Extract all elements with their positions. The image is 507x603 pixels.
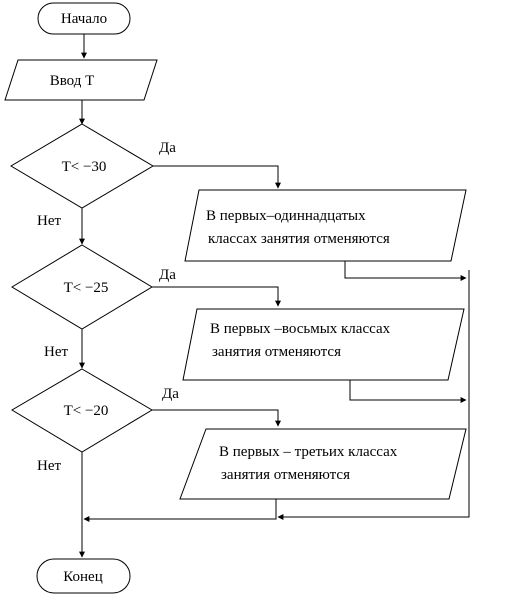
decision-3-no-label: Нет	[37, 458, 61, 474]
connector-output1-merge	[344, 261, 467, 281]
output-1-parallelogram	[184, 189, 467, 262]
start-label: Начало	[61, 11, 107, 27]
input-parallelogram	[4, 59, 158, 101]
decision-3-label: T< −20	[64, 403, 109, 419]
decision-2-yes-label: Да	[159, 267, 176, 283]
input-label: Ввод T	[50, 73, 95, 89]
end-label: Конец	[63, 569, 102, 585]
decision-2-label: T< −25	[64, 280, 109, 296]
connector-output3-merge	[83, 499, 277, 522]
output-2-parallelogram	[182, 308, 465, 381]
output-3-line2: занятия отменяются	[221, 467, 350, 483]
connector-decision3-yes	[152, 409, 281, 427]
connector-decision1-yes	[153, 165, 281, 189]
decision-1-label: T< −30	[62, 159, 107, 175]
decision-3-yes-label: Да	[162, 386, 179, 402]
connector-decision2-yes	[152, 286, 281, 307]
decision-1-yes-label: Да	[159, 140, 176, 156]
output-2-line1: В первых –восьмых классах	[210, 321, 391, 337]
end-terminal	[36, 558, 131, 594]
output-2-line2: занятия отменяются	[212, 344, 341, 360]
decision-2-no-label: Нет	[44, 344, 68, 360]
output-3-line1: В первых – третьих классах	[219, 444, 398, 460]
connector-output2-merge	[349, 380, 467, 403]
connector-right-merge	[277, 270, 470, 520]
output-1-line2: классах занятия отменяются	[208, 231, 390, 247]
output-1-line1: В первых–одиннадцатых	[206, 208, 366, 224]
output-3-parallelogram	[179, 428, 467, 500]
decision-1-no-label: Нет	[37, 213, 61, 229]
